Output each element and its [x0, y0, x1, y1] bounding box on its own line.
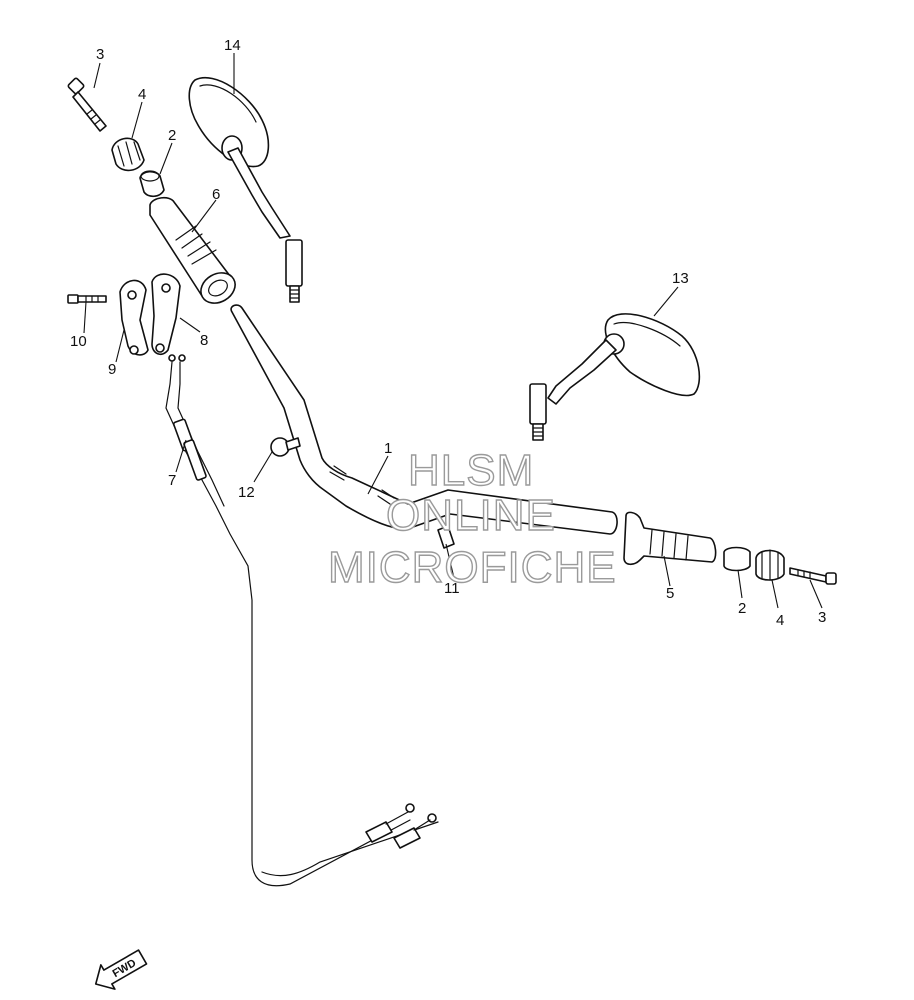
part-4-left-bar-end — [111, 137, 145, 172]
watermark-line-1: HLSM — [408, 446, 534, 495]
fwd-arrow-icon: FWD — [94, 949, 148, 990]
callout-11: 11 — [444, 580, 460, 597]
part-1-handlebar — [230, 304, 618, 535]
callout-3-right: 3 — [818, 609, 826, 626]
part-7-throttle-cables — [165, 354, 439, 887]
part-2-right-spacer — [723, 546, 751, 572]
part-12-cable-clamp — [270, 437, 301, 457]
callout-4-left: 4 — [138, 86, 146, 103]
callout-10: 10 — [70, 333, 87, 350]
part-3-right-bolt — [789, 567, 837, 585]
callout-2-left: 2 — [168, 127, 176, 144]
callout-12: 12 — [238, 484, 255, 501]
part-10-screw — [67, 294, 107, 304]
callout-5: 5 — [666, 585, 674, 602]
part-11-band — [437, 525, 455, 549]
callout-13: 13 — [672, 270, 689, 287]
callout-9: 9 — [108, 361, 116, 378]
callout-4-right: 4 — [776, 612, 784, 629]
part-5-right-grip — [623, 511, 717, 566]
watermark-line-3: MICROFICHE — [328, 543, 617, 592]
part-14-left-mirror — [188, 77, 303, 303]
part-9-housing-lower — [119, 279, 149, 356]
callout-2-right: 2 — [738, 600, 746, 617]
part-4-right-bar-end — [755, 549, 785, 581]
part-2-left-spacer — [139, 170, 165, 198]
callout-14: 14 — [224, 37, 241, 54]
callout-labels: 3 4 2 6 14 10 9 8 7 12 1 11 13 5 2 4 3 — [70, 37, 826, 629]
part-8-housing-upper — [151, 273, 181, 356]
callout-1: 1 — [384, 440, 392, 457]
part-3-left-bolt — [67, 77, 107, 132]
callout-8: 8 — [200, 332, 208, 349]
part-13-right-mirror — [529, 313, 701, 441]
part-6-left-grip — [149, 196, 236, 304]
callout-6: 6 — [212, 186, 220, 203]
watermark-line-2: ONLINE — [386, 491, 556, 540]
watermark: HLSM ONLINE MICROFICHE — [327, 445, 617, 592]
callout-7: 7 — [168, 472, 176, 489]
leader-lines — [83, 53, 823, 609]
callout-3-left: 3 — [96, 46, 104, 63]
